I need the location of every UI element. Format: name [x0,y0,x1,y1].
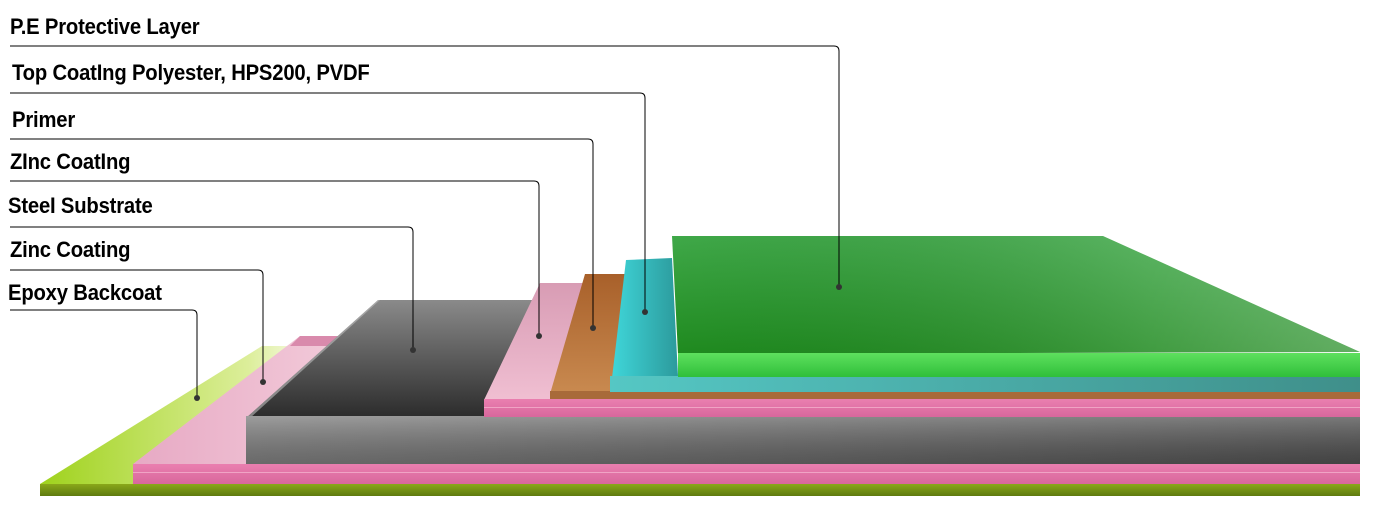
leader-line-zinc-top [10,180,540,336]
leader-line-epoxy [10,309,198,398]
layer-steel-substrate [246,300,1360,464]
leader-dots [194,284,842,401]
layer-pe-protective [672,236,1360,377]
leader-dot-epoxy [194,395,200,401]
leader-line-pe [10,45,840,286]
layer-zinc-coating-top [484,283,1360,417]
leader-dot-pe [836,284,842,290]
leader-line-top-coating [10,92,646,312]
label-top-coating: Top CoatIng Polyester, HPS200, PVDF [12,60,370,85]
leader-dot-steel [410,347,416,353]
leader-line-steel [10,226,414,350]
leader-lines [10,45,840,398]
leader-dot-top-coating [642,309,648,315]
label-steel-substrate: SteeI Substrate [8,193,153,218]
label-epoxy-backcoat: Epoxy Backcoat [8,280,162,305]
leader-line-primer [10,138,594,328]
label-zinc-coating-top: ZInc CoatIng [10,149,131,174]
label-pe-protective-layer: P.E Protective Layer [10,14,200,39]
leader-dot-zinc-bottom [260,379,266,385]
layer-top-coating [610,258,1360,392]
leader-dot-zinc-top [536,333,542,339]
leader-dot-primer [590,325,596,331]
label-zinc-coating-bottom: Zinc Coating [10,237,131,262]
layer-primer [550,274,1360,399]
leader-line-zinc-bottom [10,269,264,382]
label-primer: Primer [12,107,76,132]
